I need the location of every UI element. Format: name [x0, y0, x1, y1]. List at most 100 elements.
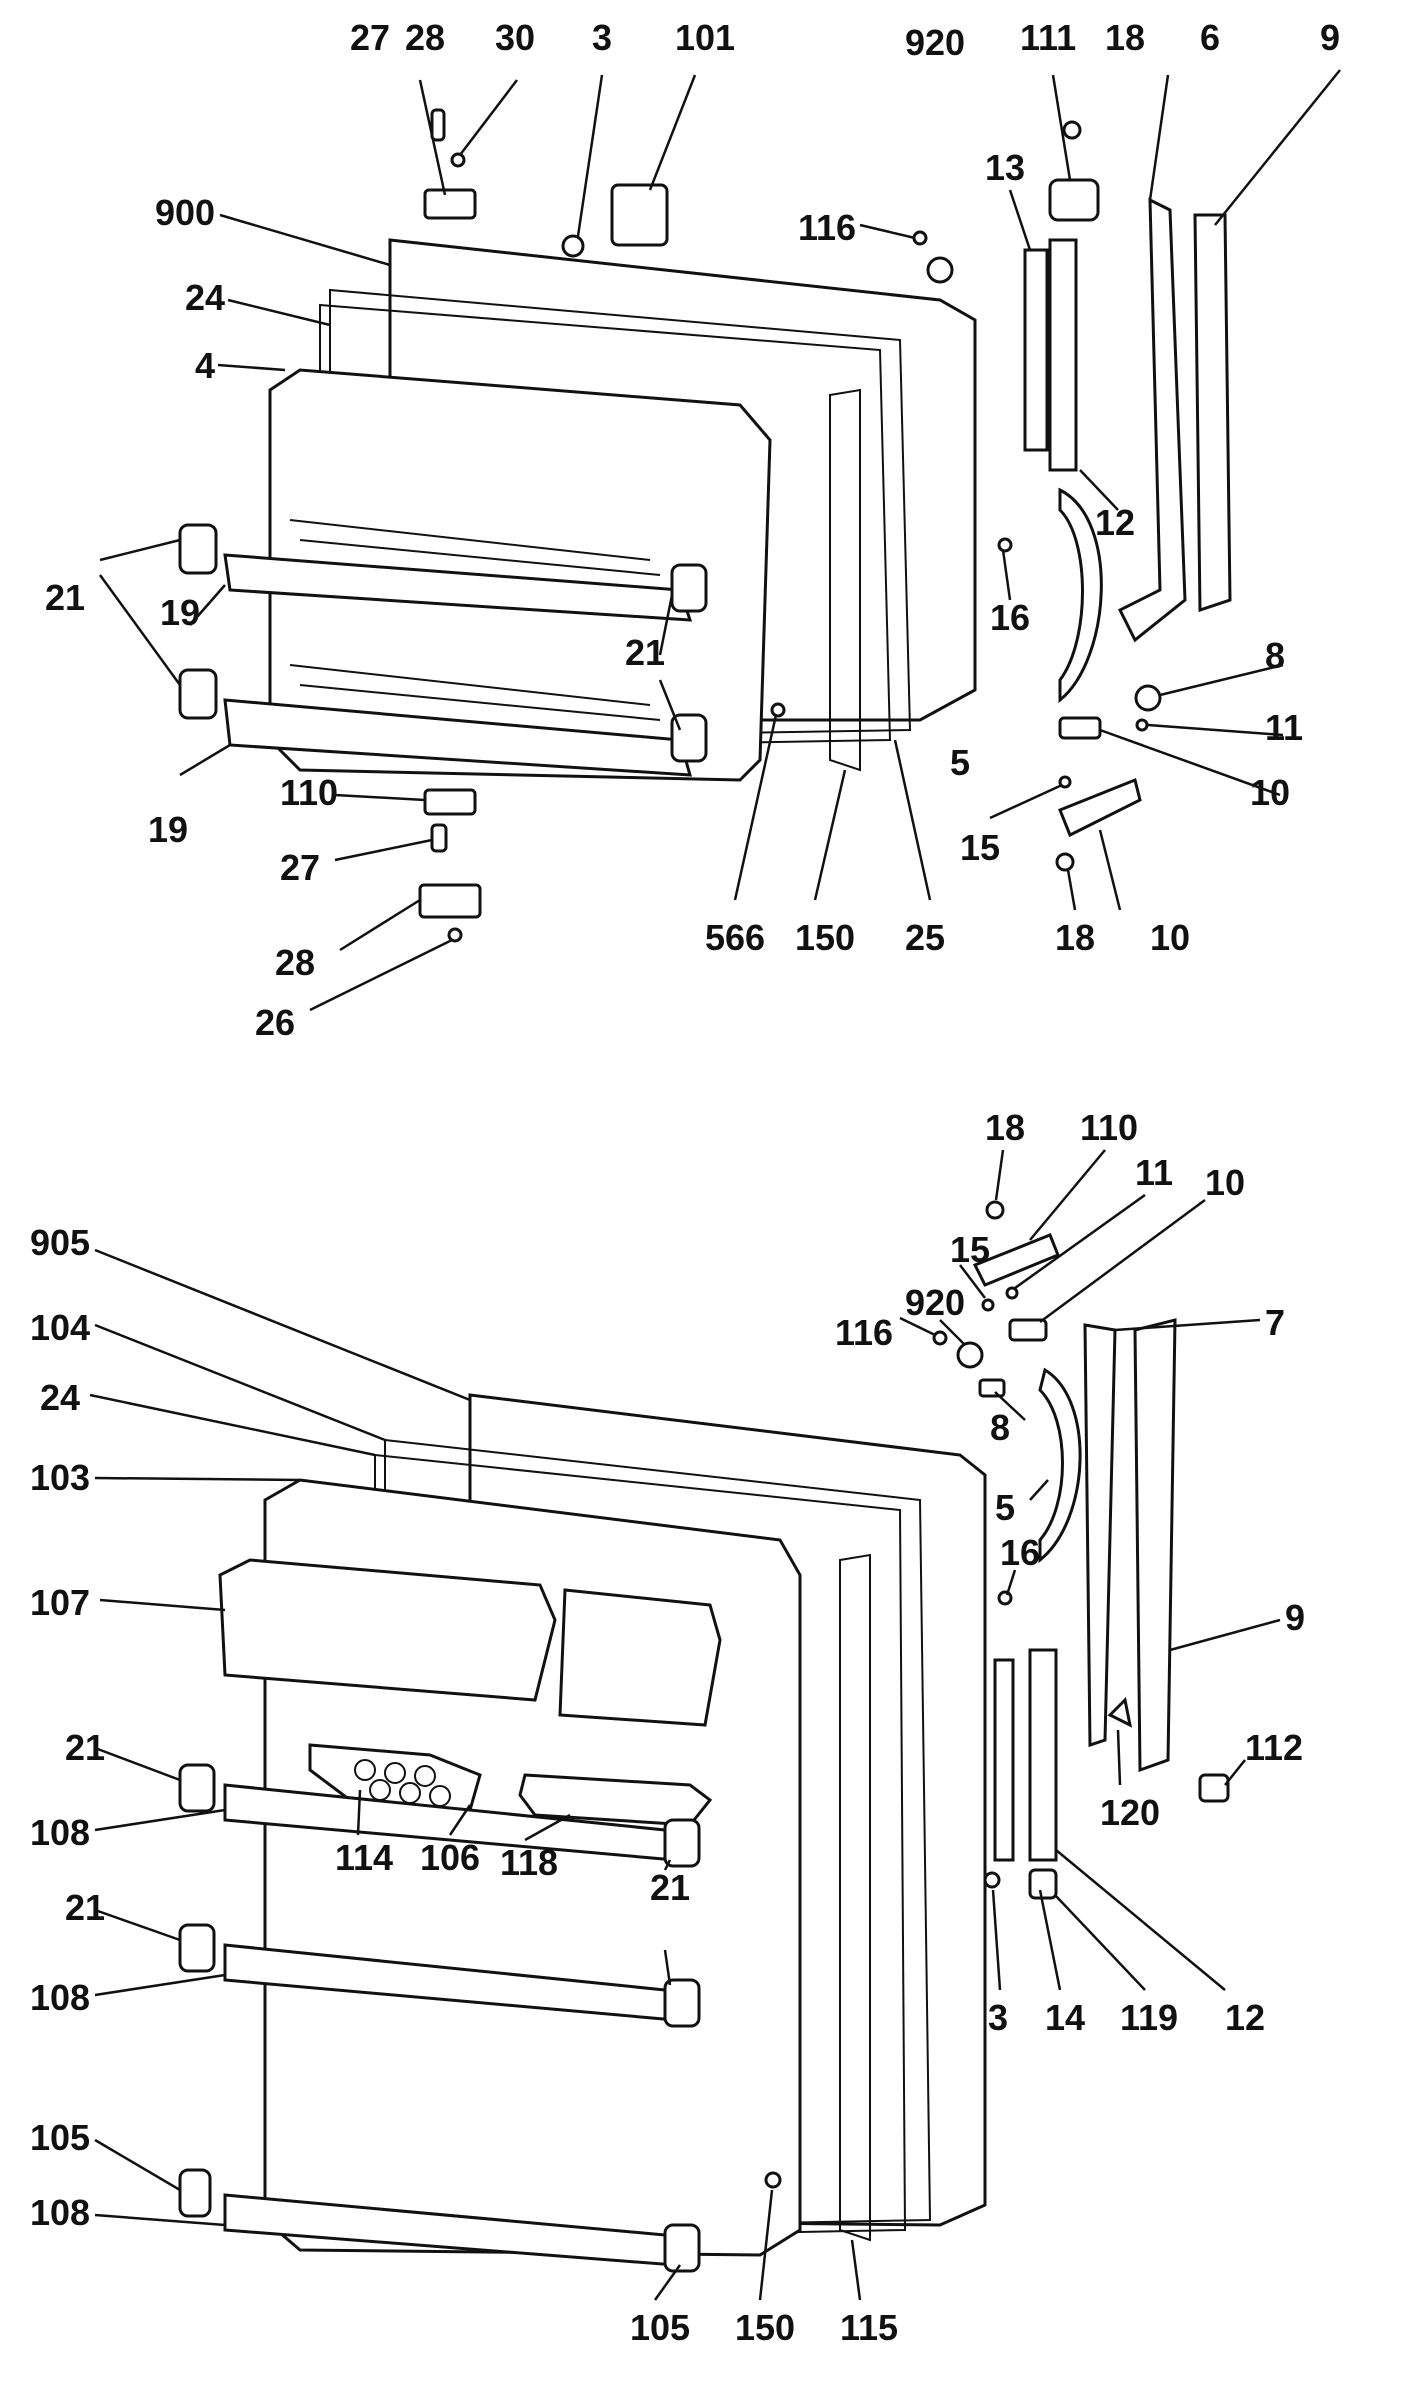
callout-15: 15: [960, 827, 1000, 868]
callout-118: 118: [500, 1842, 558, 1883]
callout-21-middle: 21: [65, 1887, 105, 1928]
fresh-food-shelf-end-cap-21-middle: [178, 1923, 216, 1973]
callout-108: 108: [30, 1812, 90, 1853]
fresh-food-leader-lines: [89, 1149, 1281, 2301]
callout-9: 9: [1285, 1597, 1305, 1638]
freezer-handle-trim-12: [1048, 238, 1078, 472]
callout-26: 28: [275, 942, 315, 983]
callout-19-lower: 19: [148, 809, 188, 850]
callout-10: 10: [1205, 1162, 1245, 1203]
callout-23: 25: [905, 917, 945, 958]
freezer-handle-bracket-111: [1048, 178, 1100, 222]
callout-120: 120: [1100, 1792, 1160, 1833]
callout-3: 3: [592, 17, 612, 58]
callout-16: 16: [1000, 1532, 1040, 1573]
freezer-screw-30: [450, 152, 466, 168]
callout-12: 12: [1095, 502, 1135, 543]
callout-116: 116: [798, 207, 856, 248]
callout-27-lower: 110: [280, 772, 338, 813]
freezer-hinge-110: [1058, 777, 1142, 838]
callout-11: 11: [1265, 707, 1303, 748]
fresh-food-shelf-end-cap-right-middle: [663, 1978, 701, 2028]
callout-16: 16: [990, 597, 1030, 638]
callout-11: 11: [1135, 1152, 1173, 1193]
callout-107: 107: [30, 1582, 90, 1623]
freezer-handle-5: [1058, 487, 1103, 704]
callout-920: 920: [905, 1282, 965, 1323]
fresh-food-shelf-end-cap-right-upper: [663, 1818, 701, 1868]
freezer-door-assembly: [98, 69, 1341, 1012]
freezer-callout-labels: 27 28 30 3 101 920 111 18 6 9 900 116 13…: [45, 17, 1340, 1043]
freezer-shelf-end-cap-left-lower: [178, 668, 218, 720]
fresh-food-part-8: [978, 1378, 1006, 1398]
freezer-screw-28-bottom: [430, 823, 448, 853]
callout-116: 116: [835, 1312, 893, 1353]
freezer-door-shelf-lower: [223, 698, 693, 777]
callout-101: 101: [675, 17, 735, 58]
fresh-food-plug-3: [983, 1871, 1001, 1889]
callout-5: 5: [950, 742, 970, 783]
fresh-food-plug-920: [956, 1341, 984, 1369]
freezer-screw-150: [770, 702, 786, 718]
freezer-door-shelf-upper: [223, 553, 693, 622]
fresh-food-handle-5: [1038, 1367, 1082, 1564]
callout-105-lower: 105: [630, 2307, 690, 2348]
callout-111: 111: [1020, 17, 1076, 58]
callout-4: 4: [195, 345, 215, 386]
freezer-cover-101: [610, 183, 669, 247]
callout-8: 8: [1265, 635, 1285, 676]
fresh-food-part-119: [1028, 1868, 1058, 1900]
freezer-screw-11: [1135, 718, 1149, 732]
freezer-screw-566: [447, 927, 463, 943]
callout-108-lower: 108: [30, 2192, 90, 2233]
fresh-food-screw-16: [997, 1590, 1013, 1606]
callout-24: 24: [185, 277, 225, 318]
freezer-breaker-strip: [829, 388, 861, 772]
callout-108-middle: 108: [30, 1977, 90, 2018]
callout-5: 5: [995, 1487, 1015, 1528]
callout-13: 13: [985, 147, 1025, 188]
fresh-food-handle-cover-7: [1083, 1323, 1117, 1748]
freezer-screw-18-bottom: [1055, 852, 1075, 872]
fresh-food-dairy-door-107-left: [218, 1558, 557, 1702]
freezer-handle-cover-6: [1117, 197, 1187, 643]
callout-119: 119: [1120, 1997, 1178, 2038]
fresh-food-bracket-10: [1008, 1318, 1048, 1342]
egg-cup: [354, 1759, 376, 1781]
freezer-screw-15: [1058, 775, 1072, 789]
callout-920: 920: [905, 22, 965, 63]
fresh-food-callout-labels: 18 110 11 10 15 920 116 905 104 24 103 1…: [30, 1107, 1305, 2348]
fresh-food-dairy-door-107-right: [558, 1588, 722, 1727]
callout-14: 14: [1045, 1997, 1085, 2038]
fresh-food-handle-trim-12: [1028, 1648, 1058, 1862]
callout-24: 24: [40, 1377, 80, 1418]
callout-7: 7: [1265, 1302, 1285, 1343]
freezer-bracket-10: [1058, 716, 1102, 740]
callout-27: 27: [350, 17, 390, 58]
callout-105: 105: [30, 2117, 90, 2158]
callout-19: 19: [160, 592, 200, 633]
freezer-part-8: [1134, 684, 1162, 712]
callout-114: 114: [335, 1837, 393, 1878]
callout-15: 15: [950, 1229, 990, 1270]
callout-28-lower: 27: [280, 847, 320, 888]
callout-21-right: 21: [650, 1867, 690, 1908]
callout-115: 115: [840, 2307, 898, 2348]
callout-6: 6: [1200, 17, 1220, 58]
callout-21: 21: [65, 1727, 105, 1768]
callout-25: 150: [795, 917, 855, 958]
callout-905: 905: [30, 1222, 90, 1263]
fresh-food-screw-15: [981, 1298, 995, 1312]
callout-9: 9: [1320, 17, 1340, 58]
callout-18: 18: [985, 1107, 1025, 1148]
callout-150: 566: [705, 917, 765, 958]
fresh-food-screw-116: [932, 1330, 948, 1346]
freezer-handle-trim-13: [1023, 248, 1049, 452]
freezer-screw-16: [997, 537, 1013, 553]
fresh-food-door-assembly: [89, 1149, 1281, 2301]
freezer-shelf-upper-ribs: [289, 519, 661, 576]
callout-10: 10: [1250, 772, 1290, 813]
freezer-hinge-part-27: [423, 188, 477, 220]
freezer-bracket-26: [418, 883, 482, 919]
callout-21: 21: [45, 577, 85, 618]
